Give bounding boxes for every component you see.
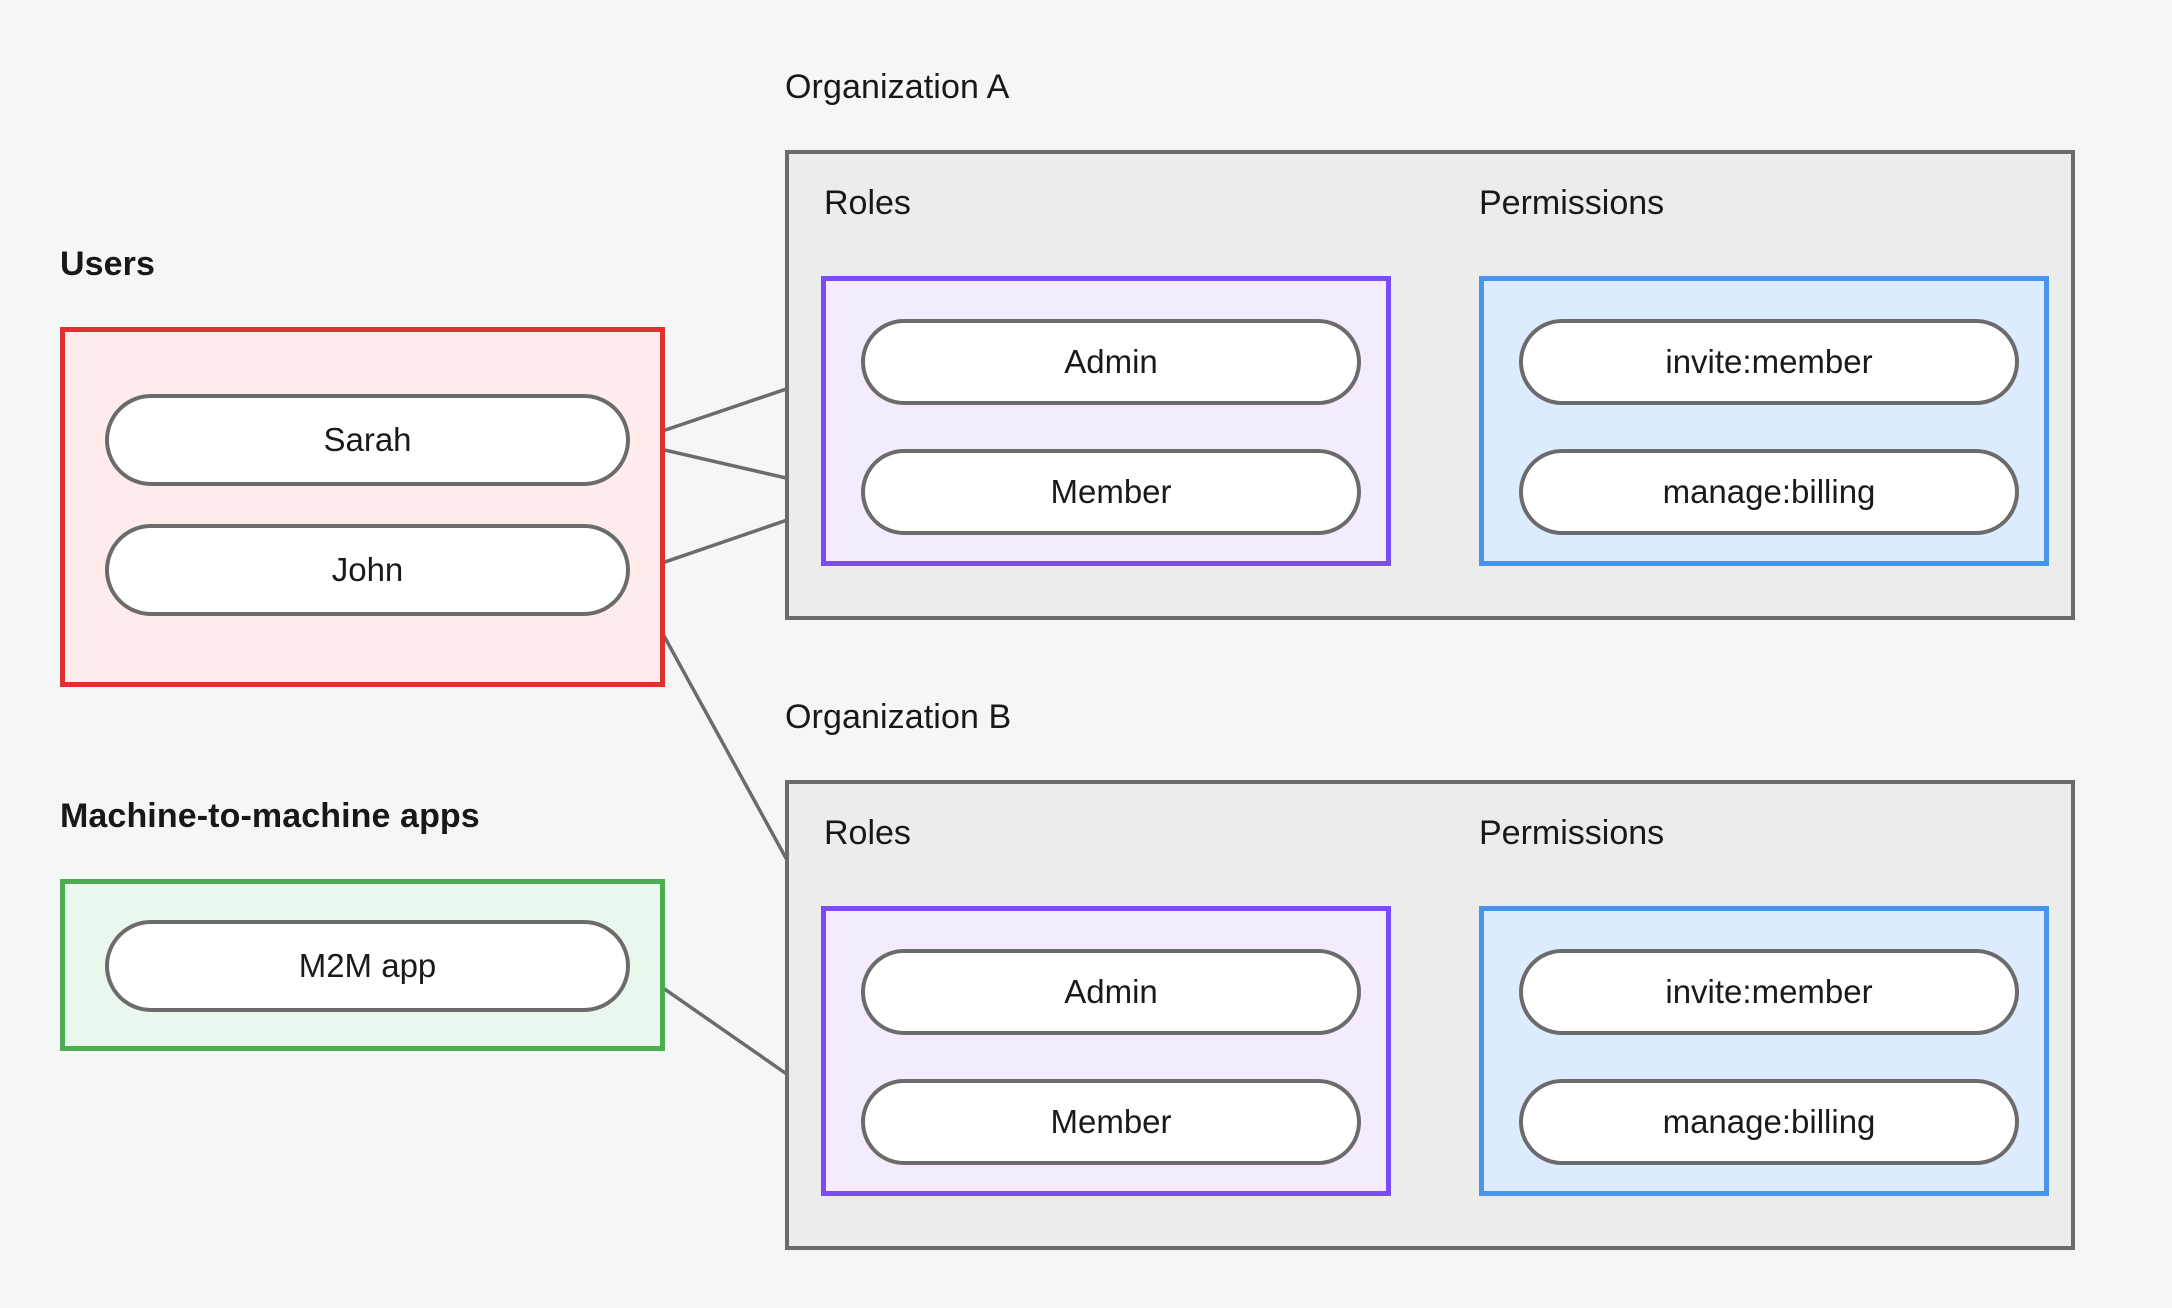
m2m-group-box: M2M app: [60, 879, 665, 1051]
orgA-role-admin[interactable]: Admin: [861, 319, 1361, 405]
orgA-permissions-title: Permissions: [1479, 184, 1665, 222]
orgA-roles-box: Admin Member: [821, 276, 1391, 566]
orgA-roles-title: Roles: [824, 184, 911, 222]
user-node-john[interactable]: John: [105, 524, 630, 616]
orgA-permission-manage-billing[interactable]: manage:billing: [1519, 449, 2019, 535]
organization-b-label: Organization B: [785, 698, 1012, 736]
m2m-group-label: Machine-to-machine apps: [60, 797, 480, 835]
user-node-sarah[interactable]: Sarah: [105, 394, 630, 486]
orgB-roles-box: Admin Member: [821, 906, 1391, 1196]
orgA-permissions-box: invite:member manage:billing: [1479, 276, 2049, 566]
orgB-role-admin[interactable]: Admin: [861, 949, 1361, 1035]
organization-b-box: Roles Permissions Admin Member invite:me…: [785, 780, 2075, 1250]
orgB-roles-title: Roles: [824, 814, 911, 852]
orgA-role-member[interactable]: Member: [861, 449, 1361, 535]
orgB-permissions-title: Permissions: [1479, 814, 1665, 852]
users-group-label: Users: [60, 245, 156, 283]
orgB-permission-manage-billing[interactable]: manage:billing: [1519, 1079, 2019, 1165]
m2m-node-app[interactable]: M2M app: [105, 920, 630, 1012]
orgA-permission-invite-member[interactable]: invite:member: [1519, 319, 2019, 405]
users-group-box: Sarah John: [60, 327, 665, 687]
organization-a-label: Organization A: [785, 68, 1010, 106]
organization-a-box: Roles Permissions Admin Member invite:me…: [785, 150, 2075, 620]
orgB-role-member[interactable]: Member: [861, 1079, 1361, 1165]
orgB-permission-invite-member[interactable]: invite:member: [1519, 949, 2019, 1035]
orgB-permissions-box: invite:member manage:billing: [1479, 906, 2049, 1196]
